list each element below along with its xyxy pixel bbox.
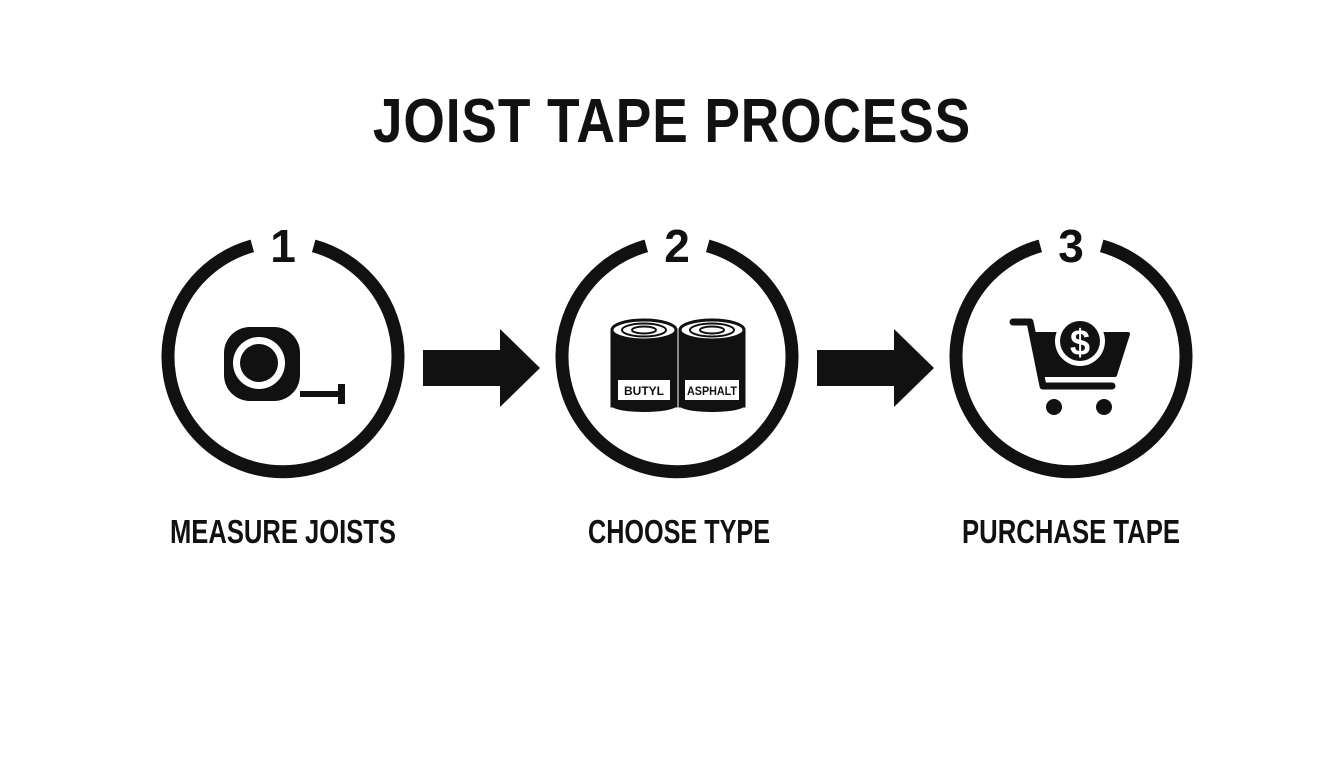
step-3-ring bbox=[949, 239, 1193, 479]
step-2: 2 BUTYL ASPHALT CH bbox=[555, 220, 799, 550]
roll-label-asphalt: ASPHALT bbox=[687, 384, 738, 398]
tape-roll-right: ASPHALT bbox=[678, 318, 746, 412]
step-1-number: 1 bbox=[270, 220, 296, 272]
step-1-ring bbox=[161, 239, 405, 479]
shopping-cart-dollar-icon: $ bbox=[1009, 316, 1130, 415]
step-1-label: MEASURE JOISTS bbox=[170, 513, 396, 550]
step-1: 1 MEASURE JOISTS bbox=[161, 220, 405, 550]
step-3-number: 3 bbox=[1058, 220, 1084, 272]
page-title: JOIST TAPE PROCESS bbox=[372, 87, 972, 156]
arrow-right-icon bbox=[423, 329, 540, 407]
tape-rolls-icon: BUTYL ASPHALT bbox=[610, 318, 746, 412]
step-2-ring bbox=[555, 239, 799, 479]
roll-label-butyl: BUTYL bbox=[624, 384, 664, 398]
tape-measure-icon bbox=[224, 327, 345, 404]
step-2-number: 2 bbox=[664, 220, 690, 272]
step-2-label: CHOOSE TYPE bbox=[588, 513, 770, 550]
step-3-label: PURCHASE TAPE bbox=[962, 513, 1180, 550]
arrow-right-icon bbox=[817, 329, 934, 407]
tape-roll-left: BUTYL bbox=[610, 318, 678, 412]
step-3: 3 $ PURCHASE TAPE bbox=[949, 220, 1193, 550]
dollar-sign-icon: $ bbox=[1070, 322, 1090, 363]
